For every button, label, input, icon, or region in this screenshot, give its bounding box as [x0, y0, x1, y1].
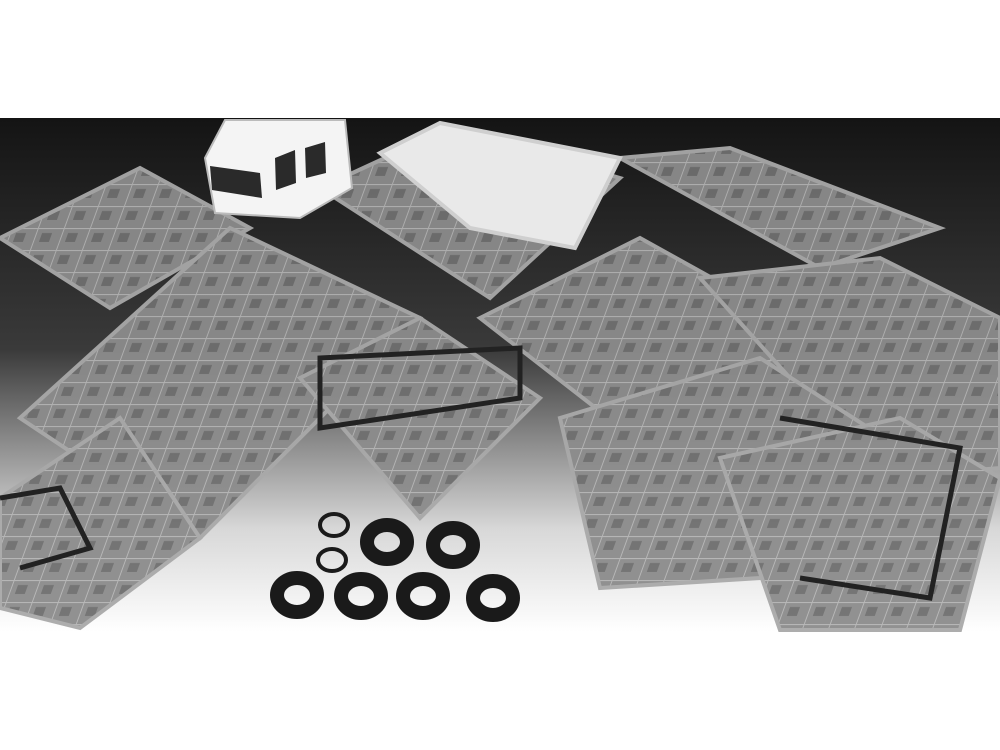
sprue-center-low [296, 315, 544, 521]
ring [316, 547, 348, 573]
model-kit-photo [0, 118, 1000, 632]
tires [270, 518, 520, 622]
tire [396, 572, 450, 620]
tire [334, 572, 388, 620]
truck-cab [203, 119, 354, 220]
sprue-bottom-right [717, 415, 1000, 632]
ring [318, 512, 350, 538]
tire [360, 518, 414, 566]
white-sprue [376, 120, 623, 251]
sprue-left-top [0, 165, 255, 311]
tire [426, 521, 480, 569]
black-parts [0, 345, 963, 601]
sprue-left-bottom [0, 415, 203, 631]
tire [270, 571, 324, 619]
rings [316, 512, 350, 573]
tire [466, 574, 520, 622]
sprue-right-top [613, 145, 946, 271]
